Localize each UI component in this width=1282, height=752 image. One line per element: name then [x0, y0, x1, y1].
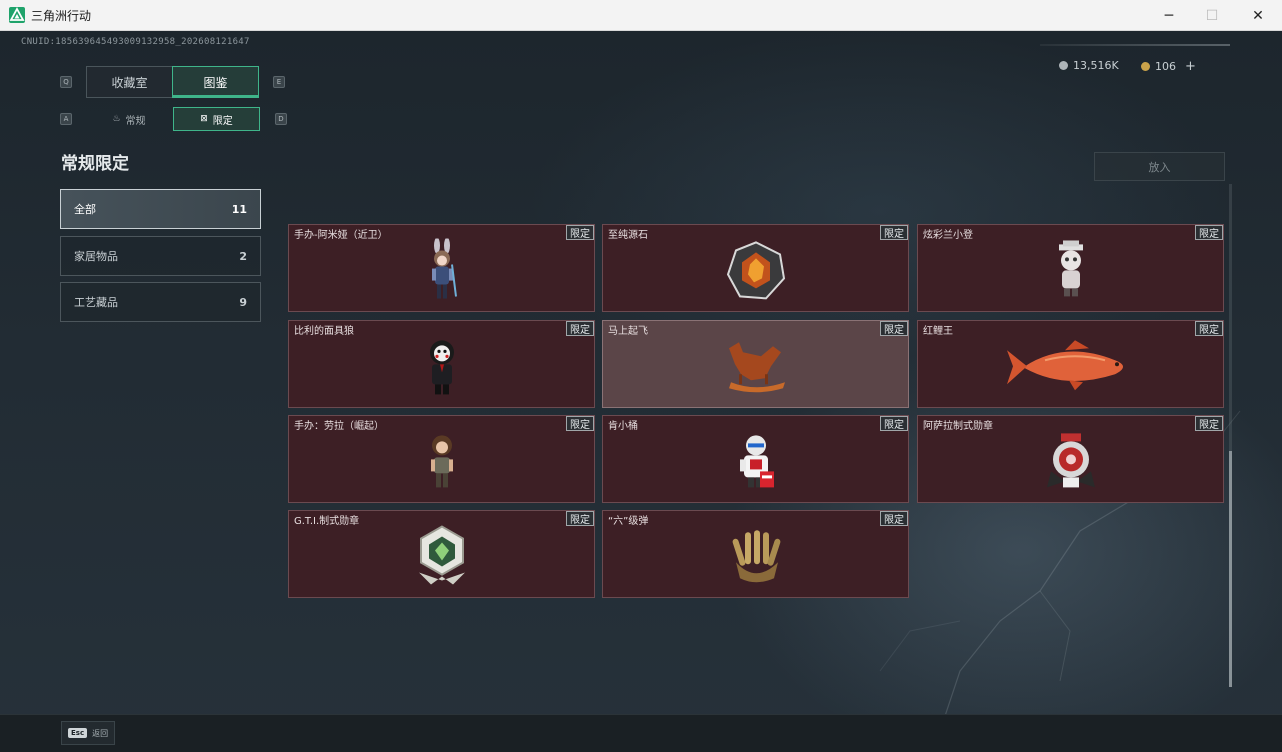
item-name: “六”级弹 — [608, 516, 649, 527]
category-home-items[interactable]: 家居物品 2 — [60, 236, 261, 276]
top-decoration-line — [1040, 44, 1230, 46]
silver-coin-icon — [1059, 61, 1068, 70]
item-name: 手办：劳拉（崛起） — [294, 421, 384, 432]
item-name: 比利的面具狼 — [294, 326, 354, 337]
close-button[interactable]: ✕ — [1252, 7, 1264, 24]
subtab-limited-label: 限定 — [212, 115, 233, 127]
figurine-amiya-icon — [431, 238, 457, 299]
bullets-hand-icon — [732, 530, 780, 583]
item-card-colorful-figure[interactable]: 炫彩兰小登 限定 — [917, 224, 1224, 312]
scrollbar-thumb[interactable] — [1229, 451, 1232, 687]
game-viewport: CNUID:185639645493009132958_202608121647… — [0, 31, 1282, 752]
cnuid-label: CNUID:185639645493009132958_202608121647 — [21, 37, 250, 47]
category-all[interactable]: 全部 11 — [60, 189, 261, 229]
item-card-originium[interactable]: 至纯源石 限定 — [602, 224, 909, 312]
limited-tag: 限定 — [566, 225, 594, 240]
originium-crystal-icon — [726, 241, 785, 300]
window-titlebar: 三角洲行动 ─ ☐ ✕ — [0, 0, 1282, 31]
flying-horse-icon — [728, 342, 785, 393]
item-card-amiya[interactable]: 手办-阿米娅（近卫） 限定 — [288, 224, 595, 312]
limited-tag: 限定 — [880, 321, 908, 336]
limited-tag: 限定 — [880, 225, 908, 240]
back-button[interactable]: Esc 返回 — [61, 721, 116, 745]
item-card-six-bullets[interactable]: “六”级弹 限定 — [602, 510, 909, 598]
put-in-button[interactable]: 放入 — [1094, 152, 1225, 181]
key-hint-e: E — [273, 76, 285, 88]
minimize-button[interactable]: ─ — [1164, 7, 1174, 24]
item-card-billy-mask[interactable]: 比利的面具狼 限定 — [288, 320, 595, 408]
bottom-bar: Esc 返回 — [0, 714, 1282, 752]
item-name: 肯小桶 — [608, 421, 638, 432]
limited-tag: 限定 — [880, 511, 908, 526]
gti-medal-icon — [418, 525, 465, 585]
category-count: 9 — [239, 295, 247, 309]
silver-currency: 13,516K — [1059, 59, 1119, 72]
category-label: 全部 — [74, 203, 96, 216]
maximize-button[interactable]: ☐ — [1205, 7, 1219, 24]
add-currency-button[interactable]: + — [1185, 59, 1196, 74]
item-card-asala-medal[interactable]: 阿萨拉制式勋章 限定 — [917, 415, 1224, 503]
window-title: 三角洲行动 — [31, 9, 92, 23]
tab-collection-room[interactable]: 收藏室 — [86, 66, 172, 98]
section-title: 常规限定 — [61, 154, 129, 174]
item-name: 手办-阿米娅（近卫） — [294, 230, 388, 241]
category-label: 工艺藏品 — [74, 296, 118, 309]
item-card-red-carp[interactable]: 红鲤王 限定 — [917, 320, 1224, 408]
item-name: 至纯源石 — [608, 230, 648, 241]
scrollbar-track[interactable] — [1229, 184, 1232, 687]
category-count: 11 — [231, 202, 247, 216]
app-logo-icon — [9, 7, 25, 23]
item-card-flying-horse[interactable]: 马上起飞 限定 — [602, 320, 909, 408]
limited-icon: ⊠ — [200, 114, 208, 124]
key-hint-q: Q — [60, 76, 72, 88]
item-name: 炫彩兰小登 — [923, 230, 973, 241]
subtab-regular-label: 常规 — [125, 115, 146, 127]
item-card-gti-medal[interactable]: G.T.I.制式勋章 限定 — [288, 510, 595, 598]
category-count: 2 — [239, 249, 247, 263]
tab-codex[interactable]: 图鉴 — [172, 66, 259, 98]
limited-tag: 限定 — [1195, 225, 1223, 240]
category-label: 家居物品 — [74, 250, 118, 263]
bucket-figure-icon — [739, 435, 774, 488]
key-hint-d: D — [275, 113, 287, 125]
limited-tag: 限定 — [1195, 416, 1223, 431]
item-name: 阿萨拉制式勋章 — [923, 421, 993, 432]
subtab-regular[interactable]: ♨ 常规 — [86, 107, 172, 131]
category-crafts[interactable]: 工艺藏品 9 — [60, 282, 261, 322]
item-name: 红鲤王 — [923, 326, 953, 337]
key-hint-a: A — [60, 113, 72, 125]
back-button-label: 返回 — [92, 728, 109, 738]
limited-tag: 限定 — [566, 321, 594, 336]
gold-coin-icon — [1141, 62, 1150, 71]
colorful-figure-icon — [1058, 240, 1083, 297]
subtab-limited[interactable]: ⊠ 限定 — [173, 107, 260, 131]
red-carp-icon — [1006, 340, 1123, 391]
item-card-bucket[interactable]: 肯小桶 限定 — [602, 415, 909, 503]
item-name: G.T.I.制式勋章 — [294, 516, 360, 527]
billy-mask-figure-icon — [429, 340, 454, 395]
limited-tag: 限定 — [566, 416, 594, 431]
esc-key-badge: Esc — [68, 728, 88, 738]
limited-tag: 限定 — [880, 416, 908, 431]
asala-medal-icon — [1046, 433, 1095, 488]
silver-currency-value: 13,516K — [1073, 59, 1119, 72]
limited-tag: 限定 — [1195, 321, 1223, 336]
gold-currency-value: 106 — [1155, 60, 1176, 73]
item-card-lara[interactable]: 手办：劳拉（崛起） 限定 — [288, 415, 595, 503]
figurine-lara-icon — [430, 435, 453, 488]
flame-icon: ♨ — [112, 114, 121, 124]
item-name: 马上起飞 — [608, 326, 648, 337]
gold-currency: 106 + — [1141, 59, 1196, 74]
limited-tag: 限定 — [566, 511, 594, 526]
